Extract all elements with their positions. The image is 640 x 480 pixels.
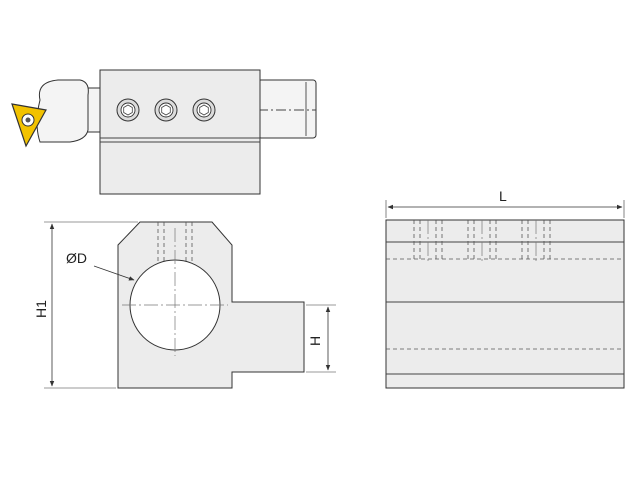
l-dimension: L — [385, 188, 625, 218]
boring-bar-shank — [257, 79, 317, 139]
clamp-screw-icon — [154, 98, 178, 122]
holder-block-top — [99, 69, 261, 195]
h-label: H — [307, 336, 323, 346]
l-label: L — [499, 188, 507, 204]
screw-hole-hidden — [521, 220, 551, 262]
side-view: L — [385, 188, 625, 389]
clamp-screw-icon — [116, 98, 140, 122]
clamp-screw-icon — [192, 98, 216, 122]
cutting-insert — [11, 103, 47, 148]
screw-hole-hidden — [467, 220, 497, 262]
holder-block-side — [385, 219, 625, 389]
front-view: ØD H1 H — [33, 221, 336, 389]
h-dimension: H — [306, 304, 336, 373]
boring-bar-head — [36, 79, 89, 143]
top-view — [11, 69, 317, 195]
diameter-label: ØD — [66, 250, 87, 266]
screw-hole-hidden — [413, 220, 443, 262]
h1-label: H1 — [33, 300, 49, 318]
h1-dimension: H1 — [33, 221, 138, 389]
